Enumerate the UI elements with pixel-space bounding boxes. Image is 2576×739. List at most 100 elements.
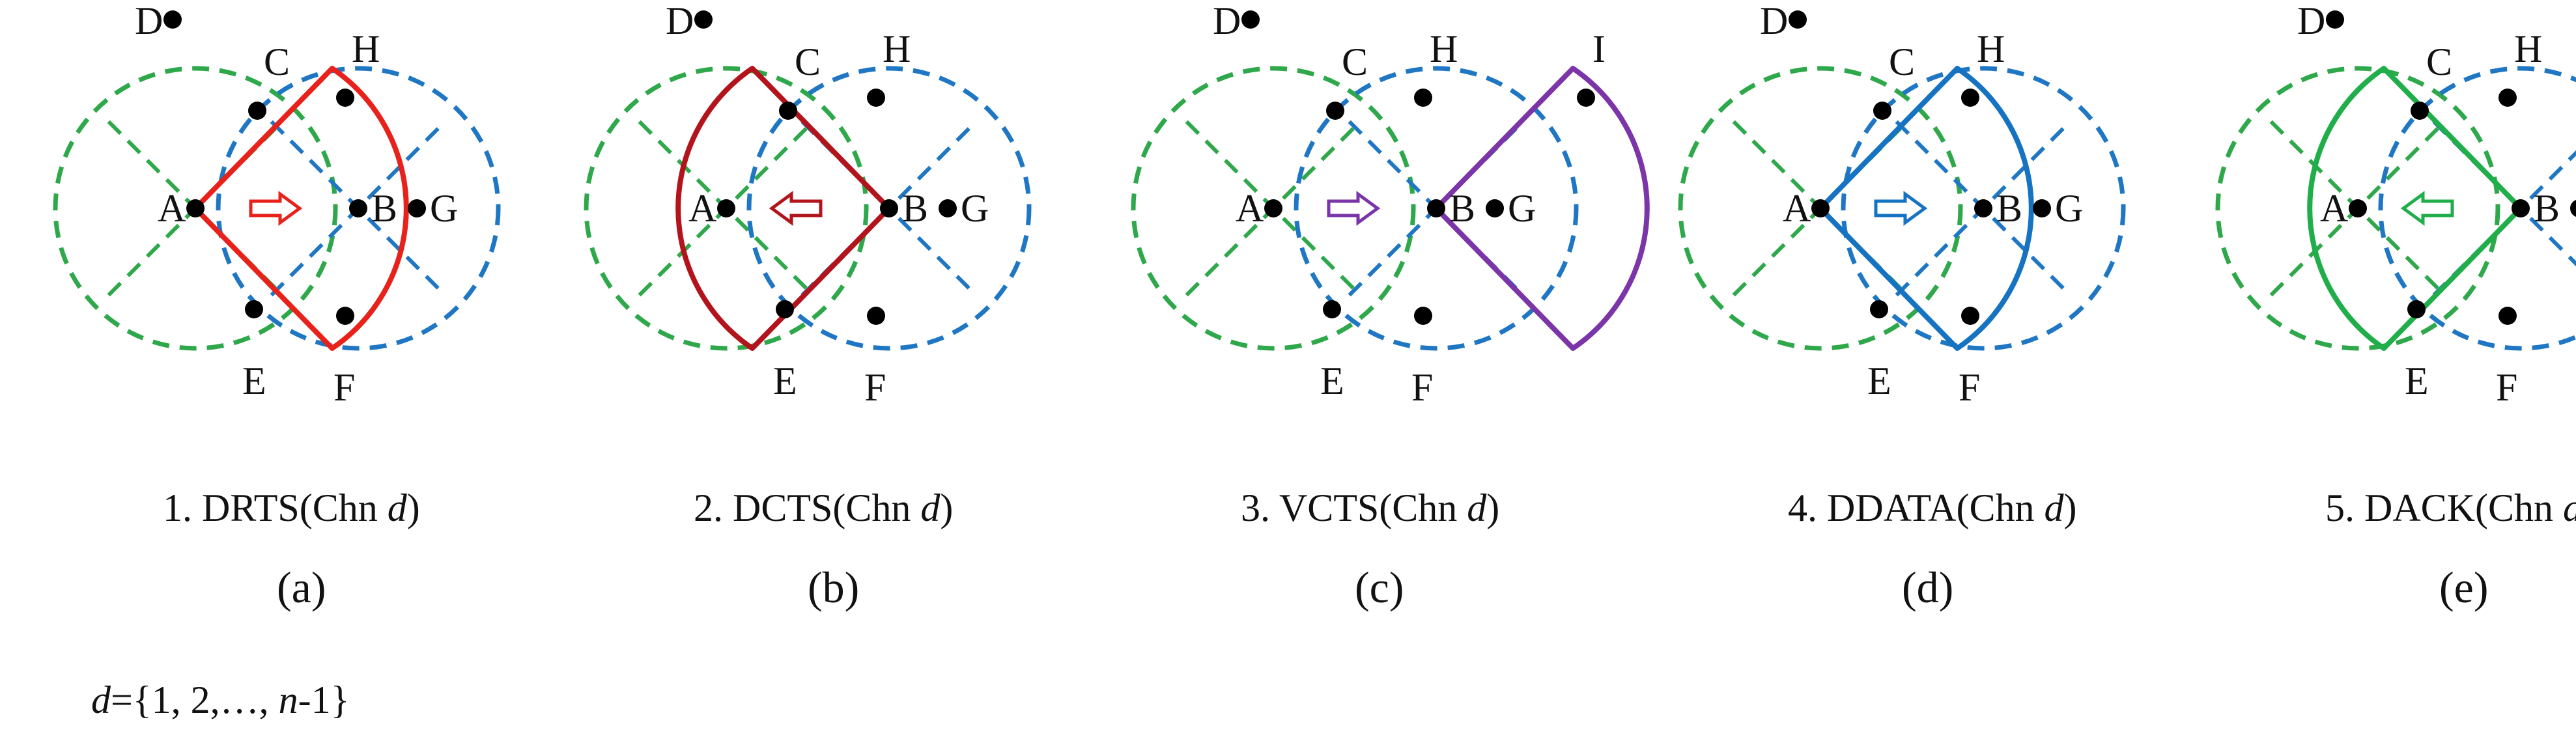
panel-b-sublabel: (b) <box>808 563 859 612</box>
node-d-label: D <box>666 0 694 42</box>
channel-set-footnote: d={1, 2,…, n-1} <box>91 678 349 721</box>
node-b-range-circle <box>1294 66 1579 351</box>
node-d-dot <box>2326 10 2344 29</box>
node-c-label: C <box>1889 40 1915 83</box>
direction-arrow-right-icon <box>1327 191 1381 226</box>
node-a-range-circle <box>2215 66 2500 351</box>
antenna-beam-sector <box>2307 66 2523 351</box>
node-f-label: F <box>1959 366 1980 409</box>
node-h-label: H <box>1977 27 2005 70</box>
node-h-dot <box>2498 89 2517 107</box>
direction-arrow-right-icon <box>249 191 303 226</box>
node-e-dot <box>245 300 263 318</box>
node-c-dot <box>1873 102 1891 120</box>
node-a-dot <box>1811 199 1830 217</box>
node-a-range-circle <box>53 66 338 351</box>
node-e-dot <box>1323 300 1341 318</box>
node-b-range-circle <box>746 66 1032 351</box>
node-c-label: C <box>264 40 290 83</box>
node-b-label: B <box>371 187 397 230</box>
node-d-label: D <box>1213 0 1241 42</box>
node-d-label: D <box>1760 0 1788 42</box>
node-f-label: F <box>1411 366 1433 409</box>
node-f-label: F <box>333 366 355 409</box>
node-c-dot <box>1326 102 1344 120</box>
node-a-label: A <box>688 187 716 230</box>
node-a-label: A <box>158 187 186 230</box>
node-g-dot <box>2033 199 2051 217</box>
antenna-beam-sector <box>675 66 892 351</box>
node-g-label: G <box>430 187 458 230</box>
node-f-dot <box>1961 307 1979 325</box>
node-a-range-circle <box>584 66 869 351</box>
node-a-dot <box>186 199 205 217</box>
node-h-label: H <box>1430 27 1458 70</box>
node-f-label: F <box>2496 366 2517 409</box>
node-e-label: E <box>1320 359 1344 402</box>
node-e-label: E <box>2405 359 2429 402</box>
node-h-label: H <box>883 27 911 70</box>
node-a-range-circle <box>1131 66 1416 351</box>
node-h-dot <box>867 89 885 107</box>
node-a-range-circle <box>1678 66 1963 351</box>
node-g-label: G <box>1508 187 1536 230</box>
node-a-dot <box>717 199 735 217</box>
panel-d-sublabel: (d) <box>1902 563 1953 612</box>
node-g-dot <box>1486 199 1504 217</box>
node-h-dot <box>336 89 354 107</box>
node-i-label: I <box>1592 27 1606 70</box>
node-d-dot <box>694 10 713 29</box>
node-f-dot <box>2498 307 2517 325</box>
node-b-dot <box>2512 199 2530 217</box>
node-b-dot <box>349 199 367 217</box>
panel-c-caption: 3. VCTS(Chn d) <box>1241 486 1499 529</box>
node-h-label: H <box>352 27 380 70</box>
node-b-dot <box>1427 199 1445 217</box>
node-e-dot <box>776 300 794 318</box>
node-c-dot <box>248 102 266 120</box>
panel-d-caption: 4. DDATA(Chn d) <box>1788 486 2077 529</box>
node-g-label: G <box>961 187 989 230</box>
node-a-label: A <box>1783 187 1811 230</box>
direction-arrow-left-icon <box>2400 191 2454 226</box>
node-b-dot <box>1974 199 1992 217</box>
node-f-dot <box>1414 307 1432 325</box>
node-e-label: E <box>1867 359 1891 402</box>
direction-arrow-right-icon <box>1874 191 1928 226</box>
node-b-range-circle <box>216 66 501 351</box>
node-f-dot <box>336 307 354 325</box>
node-h-dot <box>1414 89 1432 107</box>
node-e-label: E <box>773 359 797 402</box>
antenna-beam-sector <box>1434 66 1650 351</box>
node-b-label: B <box>1996 187 2022 230</box>
node-b-range-circle <box>2378 66 2576 351</box>
panel-e-sublabel: (e) <box>2439 563 2488 612</box>
panel-c-sublabel: (c) <box>1355 563 1404 612</box>
node-b-range-circle <box>1841 66 2126 351</box>
node-a-dot <box>1264 199 1282 217</box>
node-f-dot <box>867 307 885 325</box>
direction-arrow-left-icon <box>769 191 823 226</box>
node-e-label: E <box>242 359 266 402</box>
node-g-dot <box>408 199 426 217</box>
node-h-label: H <box>2514 27 2542 70</box>
node-d-label: D <box>2297 0 2325 42</box>
panel-e-caption: 5. DACK(Chn d) <box>2325 486 2576 529</box>
node-d-dot <box>1789 10 1807 29</box>
node-b-label: B <box>2534 187 2560 230</box>
node-h-dot <box>1961 89 1979 107</box>
node-e-dot <box>1870 300 1888 318</box>
node-c-label: C <box>1342 40 1368 83</box>
node-b-dot <box>880 199 898 217</box>
node-c-dot <box>2411 102 2429 120</box>
node-e-dot <box>2407 300 2426 318</box>
node-a-label: A <box>1236 187 1264 230</box>
node-d-label: D <box>135 0 163 42</box>
node-b-label: B <box>902 187 928 230</box>
